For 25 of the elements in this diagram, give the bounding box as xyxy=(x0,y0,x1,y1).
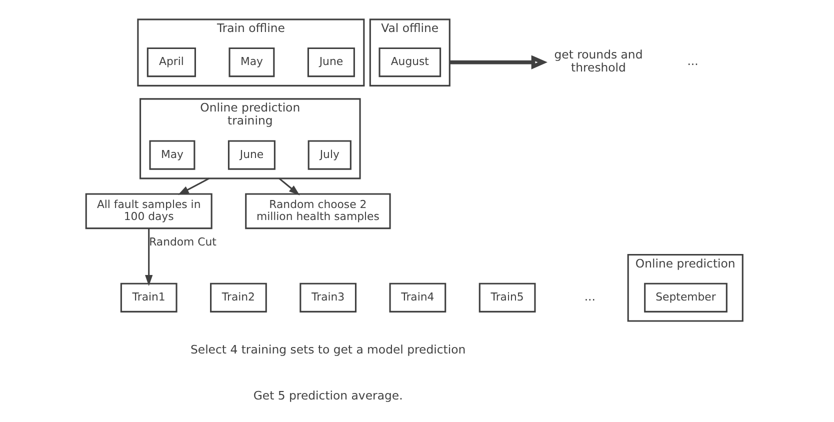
node-text: get rounds and threshold xyxy=(554,47,642,75)
node-box: Random choose 2 million health samples xyxy=(244,193,390,230)
edge-label: Random Cut xyxy=(148,236,216,249)
node-box: June xyxy=(227,140,275,170)
arrow xyxy=(177,178,209,195)
node-box: Train3 xyxy=(299,282,356,312)
node-box: July xyxy=(307,140,351,170)
node-box: Train5 xyxy=(478,282,536,312)
arrow xyxy=(278,178,300,196)
node-box: September xyxy=(644,282,727,312)
node-box: Train1 xyxy=(120,282,177,312)
label: Get 5 prediction average. xyxy=(252,388,402,402)
node-box: May xyxy=(148,140,195,170)
node-box: May xyxy=(228,48,274,78)
node-box: Train4 xyxy=(388,282,446,312)
arrow xyxy=(144,228,152,286)
node-box: June xyxy=(306,48,354,78)
label: ... xyxy=(584,289,595,304)
node-box: All fault samples in 100 days xyxy=(84,193,212,230)
label: ... xyxy=(686,54,698,68)
arrow xyxy=(449,55,547,70)
node-box: Train2 xyxy=(210,282,266,312)
node-box: April xyxy=(146,48,196,78)
label: Select 4 training sets to get a model prediction xyxy=(190,342,466,356)
node-box: August xyxy=(378,48,441,78)
